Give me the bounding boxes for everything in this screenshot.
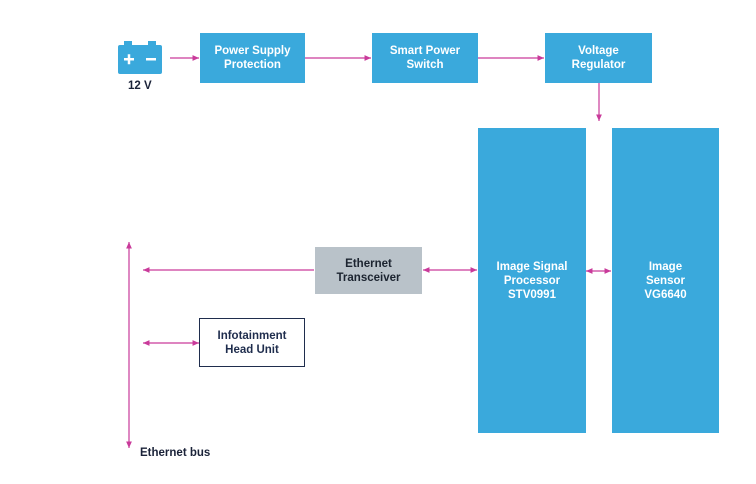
- image-signal-processor-block: Image Signal Processor STV0991: [478, 128, 586, 433]
- power-supply-protection-block: Power Supply Protection: [200, 33, 305, 83]
- ethernet-transceiver-block: Ethernet Transceiver: [315, 247, 422, 294]
- image-sensor-block: Image Sensor VG6640: [612, 128, 719, 433]
- ethernet-bus-label: Ethernet bus: [140, 447, 211, 459]
- voltage-regulator-block: Voltage Regulator: [545, 33, 652, 83]
- infotainment-head-unit-block: Infotainment Head Unit: [199, 318, 305, 367]
- smart-power-switch-block: Smart Power Switch: [372, 33, 478, 83]
- battery-voltage-label: 12 V: [128, 80, 152, 92]
- battery-icon: [116, 40, 164, 81]
